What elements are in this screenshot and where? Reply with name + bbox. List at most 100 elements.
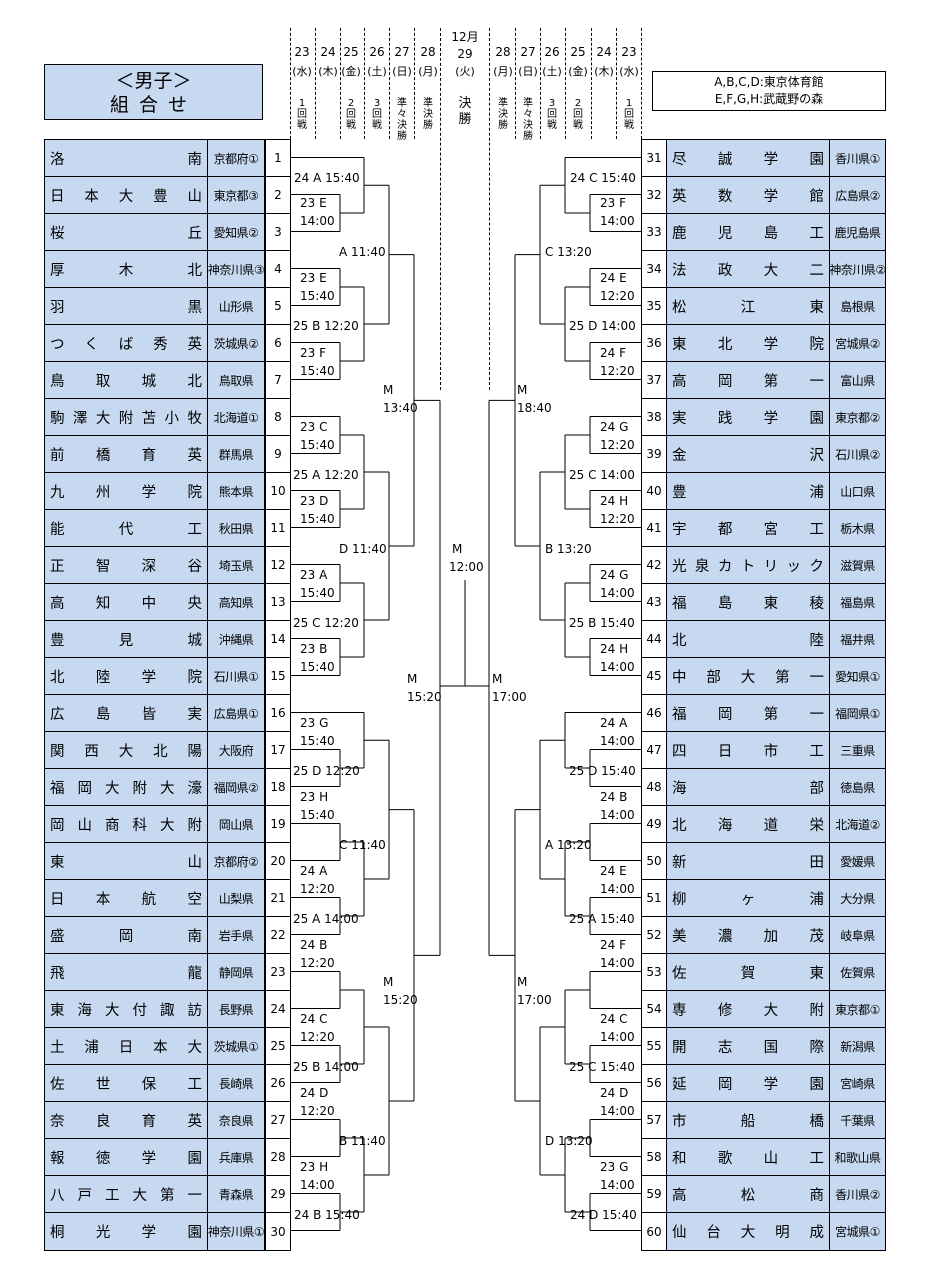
school-name: 盛岡南 [45,917,208,954]
column-divider [440,28,441,390]
match-label: 13:40 [383,401,418,415]
match-label: 24 A [600,716,628,730]
team-number: 18 [265,769,290,806]
school-name: 専修大附 [667,991,830,1028]
column-divider [591,28,592,139]
date-day: 24 [320,45,336,59]
prefecture: 宮城県① [830,1213,885,1250]
prefecture: 熊本県 [208,473,265,510]
team-number: 46 [642,695,667,732]
school-name: 延岡学園 [667,1065,830,1102]
prefecture: 秋田県 [208,510,265,547]
prefecture: 愛知県① [830,658,885,695]
team-number: 34 [642,251,667,288]
match-label: A 11:40 [339,245,386,259]
school-name: 桜丘 [45,214,208,251]
school-name: 佐世保工 [45,1065,208,1102]
match-label: B 11:40 [339,1134,386,1148]
school-name: 土浦日本大 [45,1028,208,1065]
match-label: 14:00 [600,734,635,748]
school-name: 福岡第一 [667,695,830,732]
prefecture: 東京都③ [208,177,265,214]
prefecture: 神奈川県③ [208,251,265,288]
match-label: C 13:20 [545,245,592,259]
prefecture: 宮城県② [830,325,885,362]
prefecture: 島根県 [830,288,885,325]
match-label: 14:00 [600,956,635,970]
date-day: 28 [420,45,436,59]
match-label: 17:00 [517,993,552,1007]
match-label: 14:00 [600,660,635,674]
team-number: 13 [265,584,290,621]
team-number: 50 [642,843,667,880]
team-number: 1 [265,140,290,177]
date-day: 28 [495,45,511,59]
team-number: 26 [265,1065,290,1102]
match-label: 24 C 15:40 [570,171,636,185]
match-label: D 13:20 [545,1134,593,1148]
team-number: 49 [642,806,667,843]
school-name: 奈良育英 [45,1102,208,1139]
prefecture: 宮崎県 [830,1065,885,1102]
team-number: 28 [265,1139,290,1176]
match-label: 24 C [600,1012,628,1026]
date-day: 27 [394,45,410,59]
prefecture: 埼玉県 [208,547,265,584]
prefecture: 長野県 [208,991,265,1028]
team-number: 37 [642,362,667,399]
match-label: 25 A 14:00 [293,912,359,926]
school-name: 高松商 [667,1176,830,1213]
prefecture: 高知県 [208,584,265,621]
school-name: 九州学院 [45,473,208,510]
final-day: 29 [457,47,473,61]
match-label: 14:00 [600,1030,635,1044]
prefecture: 茨城県① [208,1028,265,1065]
prefecture: 東京都② [830,399,885,436]
match-label: 24 B 15:40 [294,1208,360,1222]
column-divider [641,28,642,139]
match-label: 14:00 [600,1178,635,1192]
prefecture: 富山県 [830,362,885,399]
column-divider [364,28,365,139]
prefecture: 京都府① [208,140,265,177]
team-number: 14 [265,621,290,658]
round-label: 準々決勝 [397,98,407,142]
prefecture: 福島県 [830,584,885,621]
school-name: 前橋育英 [45,436,208,473]
team-number: 22 [265,917,290,954]
match-label: 15:40 [300,364,335,378]
match-label: M [517,975,528,989]
column-divider [540,28,541,139]
prefecture: 北海道① [208,399,265,436]
match-label: 12:20 [600,438,635,452]
match-label: 23 C [300,420,328,434]
match-label: 14:00 [600,882,635,896]
prefecture: 神奈川県① [208,1213,265,1250]
prefecture: 岩手県 [208,917,265,954]
column-divider [340,28,341,139]
prefecture: 奈良県 [208,1102,265,1139]
column-divider [616,28,617,139]
match-label: C 11:40 [339,838,386,852]
school-name: 北海道栄 [667,806,830,843]
match-label: 15:20 [383,993,418,1007]
team-number: 27 [265,1102,290,1139]
school-name: 北陸 [667,621,830,658]
team-number: 11 [265,510,290,547]
